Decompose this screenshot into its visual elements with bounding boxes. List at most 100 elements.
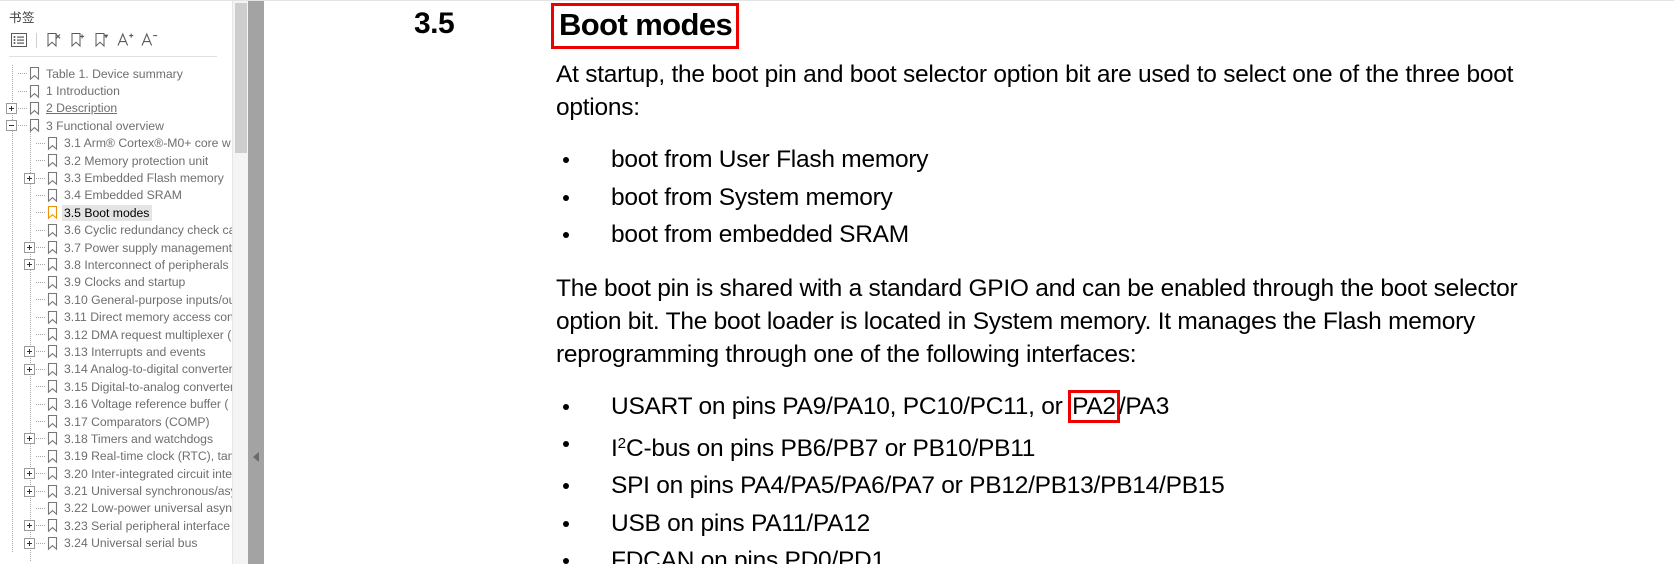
expand-node-icon[interactable] <box>24 242 35 254</box>
tree-connector <box>36 281 45 283</box>
bookmark-item[interactable]: 3.23 Serial peripheral interface ( <box>0 517 232 534</box>
expand-node-icon[interactable] <box>24 468 35 480</box>
bookmark-icon <box>28 84 41 99</box>
bookmark-icon <box>46 257 59 272</box>
bookmark-item[interactable]: 3.13 Interrupts and events <box>0 343 232 360</box>
bookmark-item[interactable]: 3.21 Universal synchronous/asyn <box>0 482 232 499</box>
bookmark-icon <box>46 240 59 255</box>
list-item: USART on pins PA9/PA10, PC10/PC11, or PA… <box>556 388 1566 426</box>
section-number: 3.5 <box>414 7 455 40</box>
expand-node-icon[interactable] <box>24 172 35 184</box>
list-item-label: boot from embedded SRAM <box>611 221 909 248</box>
bookmark-item-selected[interactable]: 3.5 Boot modes <box>0 204 232 221</box>
bookmark-item[interactable]: Table 1. Device summary <box>0 65 232 82</box>
collapse-node-icon[interactable] <box>6 120 17 132</box>
tree-guide-line <box>30 126 31 562</box>
bookmark-item-label: 3.12 DMA request multiplexer ( <box>64 327 232 342</box>
tree-connector <box>36 177 45 179</box>
expand-node-icon[interactable] <box>24 537 35 549</box>
bookmark-icon <box>46 188 59 203</box>
list-item-text-pre: USART on pins PA9/PA10, PC10/PC11, or <box>611 392 1070 420</box>
bookmark-icon <box>46 379 59 394</box>
bookmark-item-label: Table 1. Device summary <box>46 66 183 81</box>
expand-node-icon[interactable] <box>24 520 35 532</box>
scrollbar-thumb[interactable] <box>235 3 247 153</box>
expand-node-icon[interactable] <box>24 346 35 358</box>
bookmark-item[interactable]: 3.12 DMA request multiplexer ( <box>0 326 232 343</box>
tree-connector <box>36 525 45 527</box>
bookmark-item[interactable]: 3.22 Low-power universal async <box>0 500 232 517</box>
bookmark-delete-icon[interactable] <box>42 29 66 51</box>
bookmark-icon <box>46 310 59 325</box>
bookmark-pane-scrollbar[interactable] <box>232 1 248 564</box>
bookmark-item-label: 3.13 Interrupts and events <box>64 344 206 359</box>
tree-connector <box>36 403 45 405</box>
tree-connector <box>36 212 45 214</box>
tree-connector <box>36 438 45 440</box>
font-increase-icon[interactable] <box>114 29 138 51</box>
bookmark-item[interactable]: 2 Description <box>0 100 232 117</box>
tree-connector <box>36 368 45 370</box>
bookmark-item-label: 3.10 General-purpose inputs/ou <box>64 292 232 307</box>
bookmark-options-icon[interactable] <box>90 29 114 51</box>
bookmark-item[interactable]: 3.15 Digital-to-analog converter <box>0 378 232 395</box>
expand-collapse-list-icon[interactable] <box>7 29 31 51</box>
bookmark-item[interactable]: 3.20 Inter-integrated circuit inte <box>0 465 232 482</box>
bookmark-item[interactable]: 3.4 Embedded SRAM <box>0 187 232 204</box>
font-decrease-icon[interactable] <box>138 29 162 51</box>
bookmark-icon <box>28 101 41 116</box>
bookmark-item[interactable]: 3.10 General-purpose inputs/ou <box>0 291 232 308</box>
bookmark-item[interactable]: 3.17 Comparators (COMP) <box>0 413 232 430</box>
bookmark-item[interactable]: 3.1 Arm® Cortex®-M0+ core w <box>0 135 232 152</box>
bookmark-item[interactable]: 3.24 Universal serial bus <box>0 535 232 552</box>
section-title-annotation: Boot modes <box>551 3 740 49</box>
collapse-pane-arrow-icon[interactable] <box>251 450 261 464</box>
bookmark-item[interactable]: 3.16 Voltage reference buffer ( <box>0 395 232 412</box>
tree-connector <box>18 90 27 92</box>
bookmark-item-label: 3.4 Embedded SRAM <box>64 188 182 203</box>
list-item-text-pre: I <box>611 434 618 462</box>
expand-node-icon[interactable] <box>6 102 17 114</box>
bookmark-item[interactable]: 3.11 Direct memory access con <box>0 308 232 325</box>
bookmark-item[interactable]: 3.3 Embedded Flash memory <box>0 169 232 186</box>
bookmark-icon <box>46 397 59 412</box>
list-item: boot from embedded SRAM <box>556 216 1566 254</box>
bookmark-icon <box>46 484 59 499</box>
tree-connector <box>36 229 45 231</box>
bookmark-item[interactable]: 3.8 Interconnect of peripherals <box>0 256 232 273</box>
pane-splitter[interactable] <box>248 1 264 564</box>
bookmark-item-label: 3.11 Direct memory access con <box>64 310 232 325</box>
bullet-icon <box>563 558 569 564</box>
bookmark-item[interactable]: 3.9 Clocks and startup <box>0 274 232 291</box>
bookmark-item[interactable]: 3.6 Cyclic redundancy check cal <box>0 222 232 239</box>
bookmark-item-label: 3.20 Inter-integrated circuit inte <box>64 466 232 481</box>
expand-node-icon[interactable] <box>24 485 35 497</box>
bookmark-item[interactable]: 3.7 Power supply management <box>0 239 232 256</box>
list-item-label: USB on pins PA11/PA12 <box>611 509 870 537</box>
bookmark-item[interactable]: 3.14 Analog-to-digital converter <box>0 361 232 378</box>
tree-connector <box>36 316 45 318</box>
bookmark-icon <box>46 171 59 186</box>
bookmark-item[interactable]: 1 Introduction <box>0 82 232 99</box>
document-body: At startup, the boot pin and boot select… <box>556 58 1566 564</box>
list-item: FDCAN on pins PD0/PD1 <box>556 542 1566 564</box>
tree-connector <box>36 542 45 544</box>
expand-node-icon[interactable] <box>24 363 35 375</box>
bookmark-item-label: 3.21 Universal synchronous/asyn <box>64 484 232 499</box>
expand-node-icon[interactable] <box>24 433 35 445</box>
bookmark-item-label: 3.3 Embedded Flash memory <box>64 171 224 186</box>
bookmark-add-icon[interactable] <box>66 29 90 51</box>
bookmark-item[interactable]: 3.2 Memory protection unit <box>0 152 232 169</box>
bookmark-item[interactable]: 3.18 Timers and watchdogs <box>0 430 232 447</box>
bookmark-item-label: 3.23 Serial peripheral interface ( <box>64 518 232 533</box>
expand-node-icon[interactable] <box>24 259 35 271</box>
document-page: 3.5 Boot modes At startup, the boot pin … <box>264 1 1674 564</box>
bookmark-toolbar <box>0 27 232 53</box>
paragraph-intro: At startup, the boot pin and boot select… <box>556 61 1514 121</box>
bookmark-item[interactable]: 3.19 Real-time clock (RTC), tam <box>0 448 232 465</box>
tree-connector <box>36 473 45 475</box>
bullet-icon <box>563 441 569 447</box>
bookmark-item[interactable]: 3 Functional overview <box>0 117 232 134</box>
bookmark-item-label: 3.7 Power supply management <box>64 240 232 255</box>
